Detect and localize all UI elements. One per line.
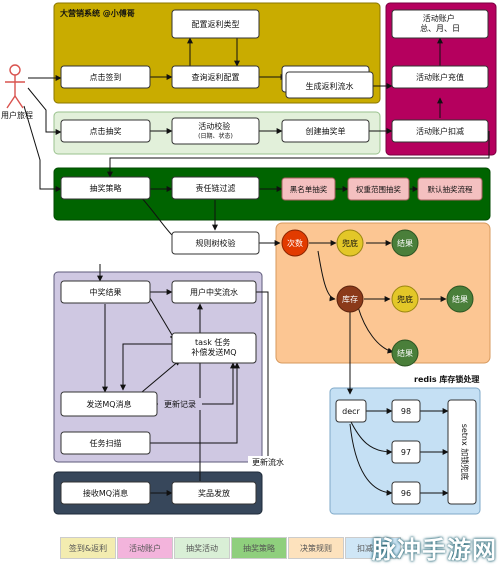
- node-times: 次数: [287, 238, 303, 248]
- node-fallback-2: 兜底: [397, 294, 413, 304]
- node-default-draw-flow: 默认抽奖流程: [428, 184, 473, 194]
- node-create-order: 创建抽奖单: [306, 126, 346, 136]
- node-activity-account-total: 活动账户 总、月、日: [420, 13, 460, 33]
- user-actor: [5, 64, 25, 109]
- legend-item-decision-rule: 决策规则: [288, 537, 344, 559]
- node-result-1: 结果: [397, 238, 413, 248]
- activity-check-line1: 活动校验: [198, 121, 230, 131]
- node-setnx: setnx 加锁兜底: [460, 424, 470, 481]
- activity-check-line2: (日期、状态): [198, 132, 233, 140]
- task-compensate-line1: task 任务: [195, 337, 230, 347]
- activity-account-total-line2: 总、月、日: [420, 23, 460, 33]
- actor-label: 用户旅程: [1, 110, 33, 120]
- node-config-rebate-type: 配置返利类型: [192, 19, 240, 29]
- task-compensate-line2: 补偿发送MQ: [191, 347, 236, 357]
- node-96: 96: [401, 489, 411, 498]
- legend-item-draw-activity: 抽奖活动: [174, 537, 230, 559]
- node-prize-delivery: 奖品发放: [198, 488, 230, 498]
- activity-account-total-line1: 活动账户: [423, 13, 455, 23]
- node-97: 97: [401, 448, 411, 457]
- watermark-logo: 脉冲手游网: [372, 536, 497, 564]
- node-result-3: 结果: [397, 348, 413, 358]
- redis-panel-title: redis 库存锁处理: [414, 374, 479, 384]
- edges: [23, 37, 490, 496]
- node-send-mq: 发送MQ消息: [86, 399, 131, 409]
- node-weight-range-draw: 权重范围抽奖: [356, 184, 401, 194]
- node-receive-mq: 接收MQ消息: [83, 488, 128, 498]
- node-user-win-flow: 用户中奖流水: [190, 287, 238, 297]
- node-query-rebate-config: 查询返利配置: [192, 72, 240, 82]
- node-activity-deduct: 活动账户扣减: [416, 126, 464, 136]
- top-panel-title: 大营销系统 @小傅哥: [60, 8, 135, 18]
- node-generate-rebate-flow: 生成返利流水: [306, 81, 354, 91]
- node-task-compensate: task 任务 补偿发送MQ: [191, 337, 236, 357]
- node-rule-tree-check: 规则树校验: [196, 238, 236, 248]
- node-task-scan: 任务扫描: [90, 438, 122, 448]
- legend-item-draw-strategy: 抽奖策略: [231, 537, 287, 559]
- node-result-2: 结果: [452, 294, 468, 304]
- node-decr: decr: [342, 407, 360, 416]
- node-fallback-1: 兜底: [342, 238, 358, 248]
- node-98: 98: [401, 407, 411, 416]
- actor-head-icon: [9, 64, 21, 76]
- decision-nodes: 次数 兜底 结果 库存 兜底 结果 结果: [281, 229, 474, 367]
- legend-item-activity-account: 活动账户: [117, 537, 173, 559]
- legend-item-deduct-stock: 扣减库存: [345, 537, 401, 559]
- node-stock: 库存: [342, 294, 358, 304]
- node-click-draw: 点击抽奖: [90, 126, 122, 136]
- edge-label-update-flow: 更新流水: [252, 457, 284, 467]
- node-win-result: 中奖结果: [90, 287, 122, 297]
- node-responsibility-chain: 责任链过滤: [196, 183, 236, 193]
- node-activity-check: 活动校验 (日期、状态): [198, 121, 233, 140]
- node-draw-strategy: 抽奖策略: [90, 183, 122, 193]
- node-click-sign-in: 点击签到: [90, 72, 122, 82]
- decision-rule-panel: [275, 222, 491, 364]
- node-blacklist-draw: 黑名单抽奖: [290, 184, 328, 194]
- node-activity-account-recharge: 活动账户充值: [416, 72, 464, 82]
- edge-label-update-record: 更新记录: [164, 399, 196, 409]
- boxes: 配置返利类型 点击签到 查询返利配置 生成返利流水 活动账户 总、月、日 活动账…: [60, 9, 489, 505]
- legend-item-signin-rebate: 签到&返利: [60, 537, 116, 559]
